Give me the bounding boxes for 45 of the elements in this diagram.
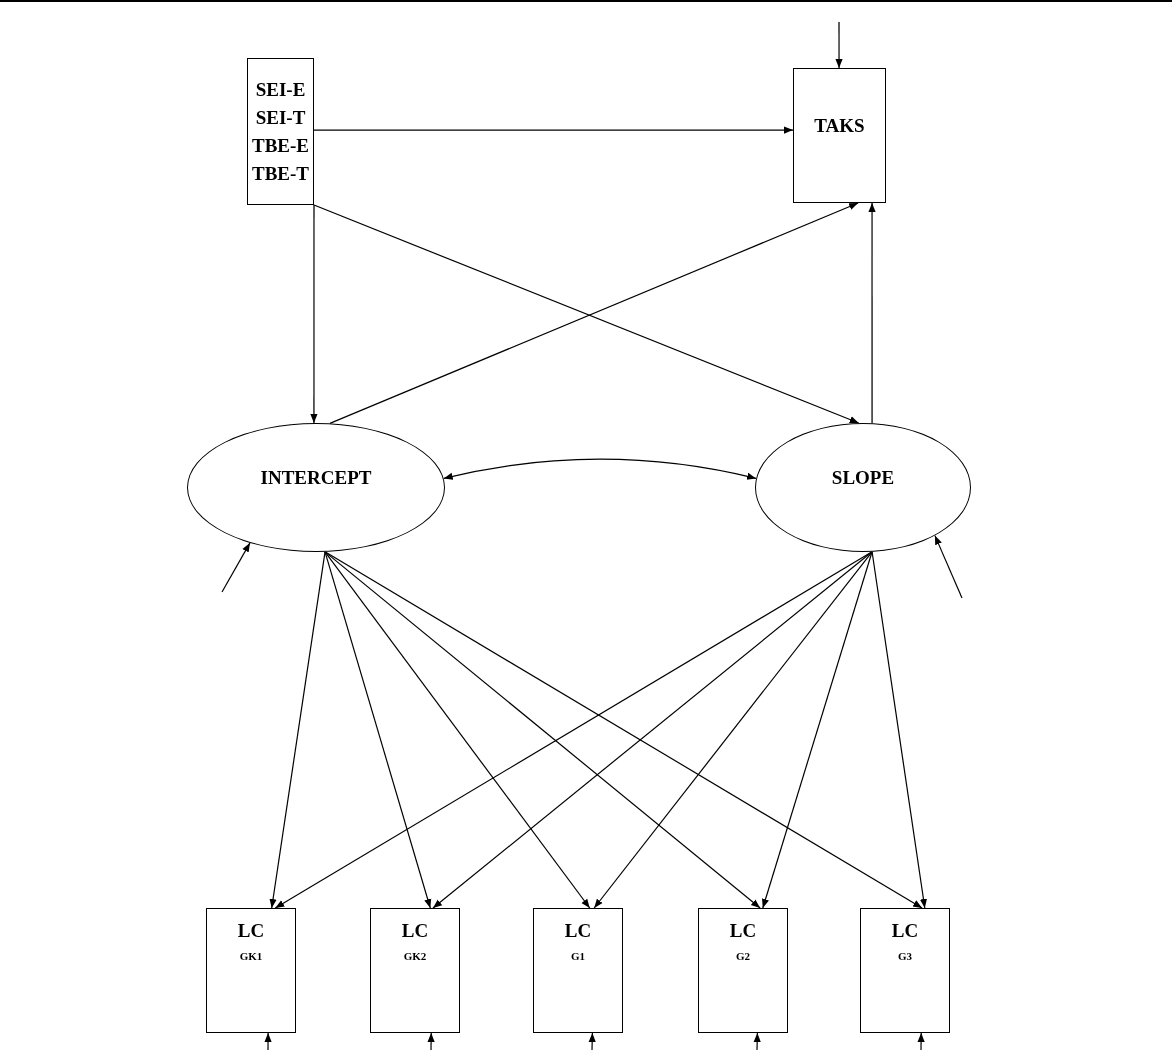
- arrow: [443, 458, 757, 480]
- subscript-label: G3: [897, 949, 913, 963]
- node-label: SEI-E: [255, 77, 306, 102]
- subscript-label: GK2: [403, 949, 427, 963]
- indicator-box: [533, 908, 623, 1033]
- node-label: LC: [237, 919, 265, 943]
- node-label: TAKS: [814, 114, 865, 138]
- node-label: TBE-E: [252, 133, 309, 158]
- arrow: [871, 551, 928, 909]
- arrow: [313, 126, 794, 134]
- arrow: [753, 1032, 761, 1051]
- indicator-box: [860, 908, 950, 1033]
- indicator-box: [206, 908, 296, 1033]
- arrow: [324, 551, 591, 909]
- arrow: [324, 551, 761, 909]
- arrow: [593, 551, 873, 909]
- arrow: [934, 535, 963, 599]
- arrow: [324, 551, 432, 909]
- arrow: [917, 1032, 925, 1051]
- arrow: [269, 551, 326, 909]
- arrow: [324, 551, 923, 909]
- arrow: [264, 1032, 272, 1051]
- indicator-box: [370, 908, 460, 1033]
- subscript-label: GK1: [239, 949, 263, 963]
- subscript-label: G2: [735, 949, 751, 963]
- node-label: LC: [401, 919, 429, 943]
- node-label: INTERCEPT: [260, 465, 372, 490]
- indicator-box: [698, 908, 788, 1033]
- arrow: [432, 551, 873, 909]
- subscript-label: G1: [570, 949, 586, 963]
- arrow: [762, 551, 873, 909]
- variable-box: [247, 58, 314, 205]
- node-label: LC: [564, 919, 592, 943]
- node-label: TBE-T: [252, 161, 309, 186]
- outcome-box: [793, 68, 886, 203]
- arrow: [868, 202, 876, 424]
- node-label: SEI-T: [255, 105, 306, 130]
- arrow: [310, 204, 318, 424]
- node-label: SLOPE: [831, 465, 895, 490]
- arrow: [588, 1032, 596, 1051]
- arrow: [835, 21, 843, 69]
- node-label: LC: [891, 919, 919, 943]
- arrow: [221, 542, 251, 593]
- node-label: LC: [729, 919, 757, 943]
- arrow: [427, 1032, 435, 1051]
